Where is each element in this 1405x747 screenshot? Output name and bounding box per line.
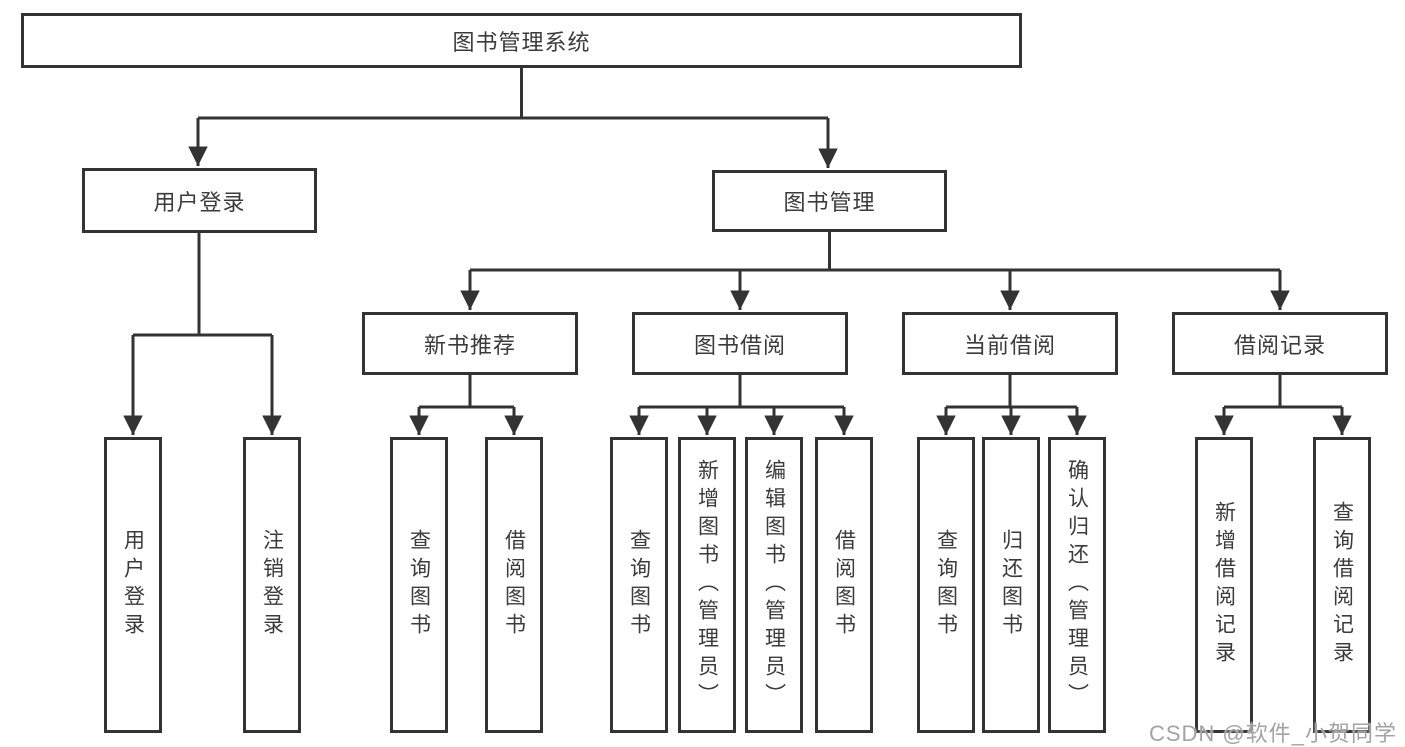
leaf-add-books-admin: 新增图书（管理员） xyxy=(678,437,736,733)
leaf-query-books-recommend-label: 查询图书 xyxy=(407,529,431,641)
leaf-add-borrow-record-label: 新增借阅记录 xyxy=(1212,501,1236,669)
leaf-query-books-borrow-label: 查询图书 xyxy=(627,529,651,641)
node-book-management: 图书管理 xyxy=(712,170,947,232)
leaf-logout-label: 注销登录 xyxy=(260,529,284,641)
leaf-confirm-return-admin-label: 确认归还（管理员） xyxy=(1065,459,1089,711)
leaf-return-books: 归还图书 xyxy=(982,437,1040,733)
leaf-query-borrow-record: 查询借阅记录 xyxy=(1313,437,1371,733)
csdn-watermark: CSDN @软件_小贺同学 xyxy=(1148,721,1397,746)
leaf-borrow-books: 借阅图书 xyxy=(815,437,873,733)
leaf-add-borrow-record: 新增借阅记录 xyxy=(1195,437,1253,733)
leaf-query-books-current-label: 查询图书 xyxy=(934,529,958,641)
leaf-edit-books-admin-label: 编辑图书（管理员） xyxy=(762,459,786,711)
leaf-query-books-recommend: 查询图书 xyxy=(390,437,448,733)
leaf-confirm-return-admin: 确认归还（管理员） xyxy=(1048,437,1106,733)
leaf-user-login-label: 用户登录 xyxy=(121,529,145,641)
node-user-login: 用户登录 xyxy=(82,168,317,233)
leaf-return-books-label: 归还图书 xyxy=(999,529,1023,641)
leaf-query-books-borrow: 查询图书 xyxy=(610,437,668,733)
node-current-borrow: 当前借阅 xyxy=(902,312,1118,375)
leaf-borrow-books-recommend-label: 借阅图书 xyxy=(502,529,526,641)
node-book-borrow: 图书借阅 xyxy=(632,312,848,375)
node-root-library-system: 图书管理系统 xyxy=(21,13,1022,68)
leaf-query-books-current: 查询图书 xyxy=(917,437,975,733)
node-borrow-records: 借阅记录 xyxy=(1172,312,1388,375)
leaf-borrow-books-recommend: 借阅图书 xyxy=(485,437,543,733)
node-new-book-recommend: 新书推荐 xyxy=(362,312,578,375)
leaf-user-login: 用户登录 xyxy=(104,437,162,733)
leaf-add-books-admin-label: 新增图书（管理员） xyxy=(695,459,719,711)
leaf-borrow-books-label: 借阅图书 xyxy=(832,529,856,641)
leaf-logout: 注销登录 xyxy=(243,437,301,733)
leaf-edit-books-admin: 编辑图书（管理员） xyxy=(745,437,803,733)
leaf-query-borrow-record-label: 查询借阅记录 xyxy=(1330,501,1354,669)
